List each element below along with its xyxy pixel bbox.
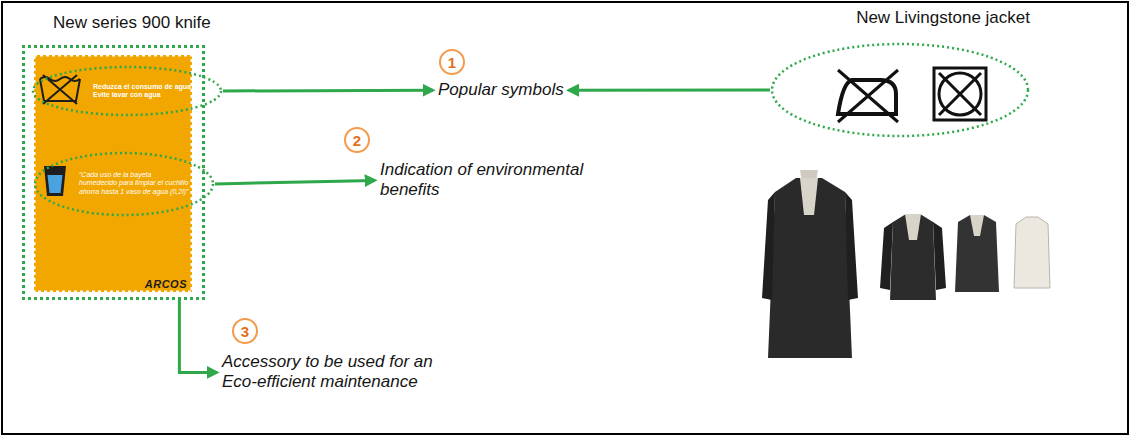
- callout-number: 3: [241, 324, 249, 339]
- dotted-ellipse: [33, 67, 221, 115]
- care-instruction-text: Reduzca el consumo de agua Evite lavar c…: [93, 83, 205, 100]
- vest-lining: [970, 215, 984, 236]
- callout-label: Indication of environmental benefits: [380, 160, 630, 201]
- jacket-lining: [905, 214, 921, 240]
- callout-label-box: Accessory to be used for an Eco-efficien…: [222, 352, 462, 393]
- callout-label: Accessory to be used for an Eco-efficien…: [222, 352, 462, 393]
- group-heading: New Livingstone jacket: [856, 8, 1030, 28]
- benefit-quote-text: “Cada uso de la bayeta humedecido para l…: [79, 171, 191, 196]
- glass-water: [48, 175, 63, 193]
- dryer-symbol: [934, 68, 986, 120]
- iron-cross: [838, 70, 898, 122]
- jacket-photos: [762, 170, 1050, 358]
- callout-circle: 3: [232, 318, 258, 344]
- light-vest: [1014, 217, 1050, 288]
- group-heading: New series 900 knife: [53, 13, 211, 33]
- long-coat: [768, 178, 852, 358]
- callout-label-box: Popular symbols: [438, 80, 564, 100]
- symbols-ellipse: New Livingstone jacket: [770, 42, 1030, 138]
- wash-cross: [43, 75, 77, 104]
- coat-sleeves: [762, 192, 858, 300]
- cloth-card: [34, 55, 192, 292]
- short-jacket: [890, 214, 936, 300]
- callout-number: 2: [353, 133, 361, 148]
- dryer-circle: [939, 73, 981, 115]
- dark-vest: [955, 215, 999, 292]
- callout-circle: 1: [439, 49, 465, 75]
- coat-lining: [800, 178, 818, 215]
- connector-arrow: [569, 89, 770, 92]
- dryer-square: [934, 68, 986, 120]
- connector-arrow: [215, 180, 375, 184]
- highlight-ellipse: “Cada uso de la bayeta humedecido para l…: [33, 151, 215, 217]
- dryer-cross: [939, 73, 981, 115]
- product-group-box: New series 900 knifeARCOSReduzca el cons…: [22, 45, 205, 300]
- callout-number: 1: [448, 55, 456, 70]
- ellipse-outline: [31, 65, 223, 117]
- callout-circle: 2: [344, 127, 370, 153]
- connector-arrow: [223, 89, 433, 93]
- dotted-ellipse: [772, 44, 1028, 136]
- cloth-card-area: ARCOSReduzca el consumo de agua Evite la…: [37, 58, 195, 295]
- brand-logo-text: ARCOS: [145, 278, 187, 290]
- highlight-ellipse: Reduzca el consumo de agua Evite lavar c…: [31, 65, 223, 117]
- connector-arrow: [179, 300, 217, 372]
- glass-icon: [44, 166, 66, 196]
- ellipse-outline: [770, 42, 1030, 138]
- dotted-ellipse: [35, 153, 213, 215]
- callout-label: Popular symbols: [438, 80, 564, 100]
- iron-symbol: [838, 70, 898, 122]
- jacket-sleeves: [880, 222, 946, 290]
- callout-label-box: Indication of environmental benefits: [380, 160, 630, 201]
